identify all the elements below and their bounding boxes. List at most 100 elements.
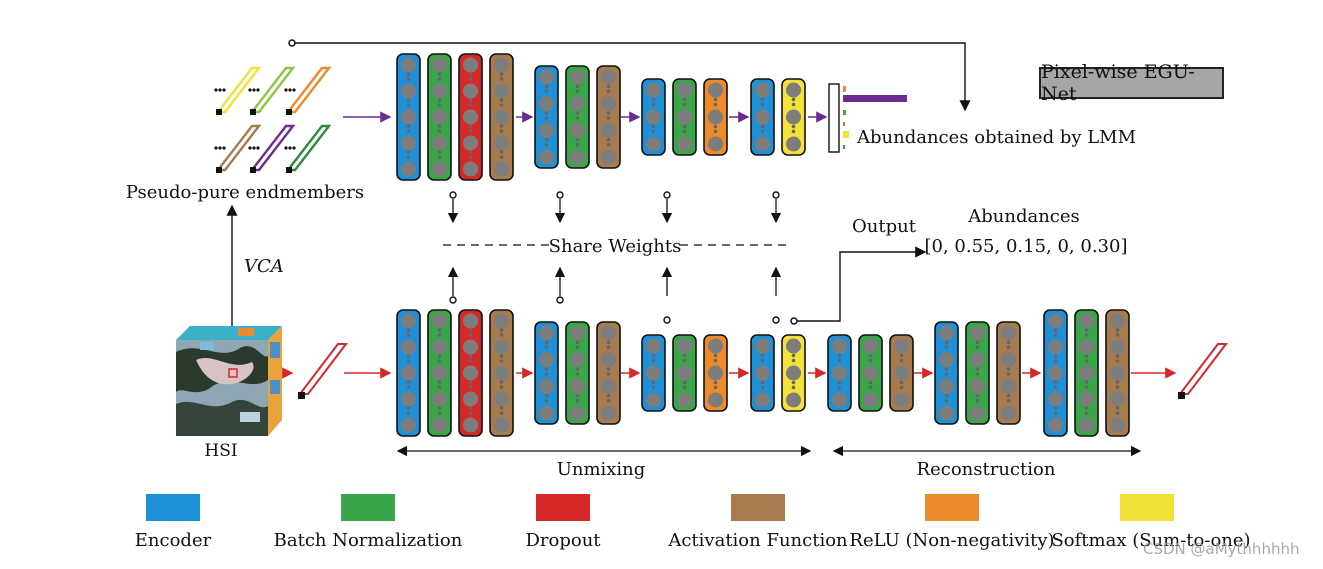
layer-block-encoder — [750, 334, 775, 412]
neuron-node — [601, 122, 616, 138]
neuron-dot — [899, 385, 904, 390]
neuron-node — [539, 405, 554, 421]
share-node-top — [556, 191, 564, 199]
neuron-node — [463, 83, 478, 99]
neuron-dot — [682, 124, 687, 129]
neuron-node — [786, 338, 801, 354]
neuron-node — [601, 325, 616, 341]
endmember-spectrum-icon — [284, 124, 332, 173]
neuron-dot — [791, 358, 796, 363]
neuron-node — [646, 365, 661, 381]
neuron-dot — [544, 111, 549, 115]
neuron-dot — [975, 372, 980, 376]
neuron-dot — [406, 411, 411, 415]
neuron-node — [494, 109, 509, 125]
share-node-bottom — [449, 296, 457, 304]
neuron-dot — [468, 98, 473, 102]
share-node-bottom — [772, 316, 780, 324]
neuron-node — [786, 82, 801, 98]
neuron-dot — [468, 124, 473, 128]
hsi-label: HSI — [204, 441, 237, 461]
layer-block-batchnorm — [858, 334, 883, 412]
neuron-dot — [651, 353, 656, 358]
endmember-spectrum-icon — [284, 66, 332, 115]
neuron-node — [570, 352, 585, 368]
layer-block-encoder — [641, 334, 666, 412]
neuron-dot — [406, 380, 411, 384]
neuron-node — [939, 352, 954, 368]
neuron-node — [570, 149, 585, 165]
neuron-node — [755, 109, 770, 125]
neuron-dot — [437, 333, 442, 337]
neuron-dot — [760, 385, 765, 390]
neuron-dot — [468, 385, 473, 389]
layer-block-batchnorm — [565, 65, 590, 169]
neuron-node — [677, 136, 692, 152]
neuron-dot — [944, 398, 949, 403]
neuron-dot — [1006, 393, 1011, 398]
neuron-node — [970, 352, 985, 368]
neuron-node — [401, 339, 416, 355]
legend-swatch — [925, 494, 979, 521]
neuron-node — [1079, 339, 1094, 355]
endmember-spectrum-icon — [248, 66, 296, 115]
neuron-node — [601, 149, 616, 165]
neuron-node — [755, 338, 770, 354]
neuron-node — [463, 391, 478, 407]
neuron-dot — [544, 84, 549, 89]
neuron-dot — [575, 398, 580, 403]
neuron-dot — [575, 84, 580, 89]
neuron-node — [646, 392, 661, 408]
layer-block-dropout — [458, 309, 483, 437]
neuron-node — [539, 96, 554, 112]
layer-block-encoder — [396, 309, 421, 437]
neuron-node — [646, 136, 661, 152]
layer-block-batchnorm — [1074, 309, 1099, 437]
neuron-dot — [468, 103, 473, 107]
neuron-dot — [1115, 359, 1120, 363]
neuron-dot — [651, 102, 656, 107]
neuron-dot — [1006, 372, 1011, 376]
neuron-dot — [1084, 406, 1089, 410]
neuron-dot — [713, 97, 718, 102]
neuron-dot — [575, 372, 580, 376]
neuron-node — [539, 122, 554, 138]
share-node-top — [449, 191, 457, 199]
neuron-dot — [868, 353, 873, 358]
neuron-node — [401, 313, 416, 329]
legend-label: Batch Normalization — [274, 530, 463, 551]
neuron-dot — [606, 89, 611, 94]
diagram-title: Pixel-wise EGU-Net — [1039, 61, 1224, 105]
neuron-dot — [713, 385, 718, 390]
legend-swatch — [341, 494, 395, 521]
neuron-dot — [760, 358, 765, 363]
lmm-abundance-panel — [828, 83, 907, 153]
layer-block-encoder — [534, 321, 559, 425]
neuron-dot — [606, 367, 611, 371]
neuron-dot — [713, 124, 718, 129]
neuron-node — [494, 417, 509, 433]
neuron-node — [939, 325, 954, 341]
neuron-node — [1079, 365, 1094, 381]
neuron-dot — [544, 116, 549, 120]
neuron-dot — [499, 328, 504, 332]
neuron-node — [601, 378, 616, 394]
neuron-node — [646, 82, 661, 98]
neuron-node — [401, 135, 416, 151]
neuron-dot — [1115, 411, 1120, 415]
legend-label: Softmax (Sum-to-one) — [1051, 530, 1250, 551]
layer-block-activation — [996, 321, 1021, 425]
legend-label: ReLU (Non-negativity) — [849, 530, 1054, 551]
neuron-node — [494, 365, 509, 381]
neuron-dot — [544, 367, 549, 371]
neuron-dot — [406, 124, 411, 128]
neuron-dot — [713, 129, 718, 134]
neuron-dot — [468, 328, 473, 332]
neuron-dot — [606, 111, 611, 115]
neuron-node — [539, 69, 554, 85]
neuron-node — [894, 365, 909, 381]
neuron-dot — [868, 380, 873, 385]
neuron-dot — [1053, 328, 1058, 332]
legend-swatch — [146, 494, 200, 521]
neuron-dot — [868, 358, 873, 363]
